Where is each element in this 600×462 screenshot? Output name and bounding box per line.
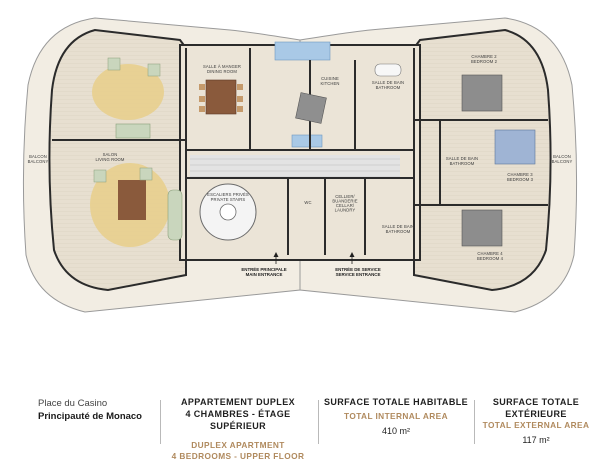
pool — [274, 41, 331, 61]
divider — [474, 400, 475, 444]
rug-top — [92, 64, 164, 120]
bed-bedroom4 — [461, 209, 503, 247]
bed-bedroom3 — [494, 129, 536, 165]
external-area-fr-2: EXTÉRIEURE — [505, 409, 567, 419]
external-area-value: 117 m² — [522, 435, 550, 445]
external-area-block: SURFACE TOTALE EXTÉRIEURE TOTAL EXTERNAL… — [478, 396, 594, 447]
apartment-en-2: 4 BEDROOMS - UPPER FLOOR — [171, 451, 305, 461]
internal-area-block: SURFACE TOTALE HABITABLE TOTAL INTERNAL … — [322, 396, 470, 438]
kitchen-island — [295, 92, 327, 124]
info-footer: Place du Casino Principauté de Monaco AP… — [0, 380, 600, 462]
apartment-block: APPARTEMENT DUPLEX 4 CHAMBRES - ÉTAGE SU… — [163, 396, 313, 462]
interior-right — [413, 28, 552, 292]
apartment-en-1: DUPLEX APARTMENT — [191, 440, 285, 450]
internal-area-fr: SURFACE TOTALE HABITABLE — [323, 397, 469, 407]
bed-bedroom2 — [461, 74, 503, 112]
external-area-en: TOTAL EXTERNAL AREA — [482, 420, 590, 430]
external-area-fr-1: SURFACE TOTALE — [492, 397, 580, 407]
internal-area-en: TOTAL INTERNAL AREA — [344, 411, 448, 421]
apartment-fr-2: 4 CHAMBRES - ÉTAGE SUPÉRIEUR — [185, 409, 291, 431]
dining-table — [205, 79, 237, 115]
label-wc: WC — [304, 200, 311, 205]
divider — [160, 400, 161, 444]
divider — [318, 400, 319, 444]
location-line1: Place du Casino — [38, 398, 108, 409]
internal-area-value: 410 m² — [381, 426, 410, 436]
location-line2: Principauté de Monaco — [38, 411, 142, 422]
apartment-fr-1: APPARTEMENT DUPLEX — [180, 397, 296, 407]
